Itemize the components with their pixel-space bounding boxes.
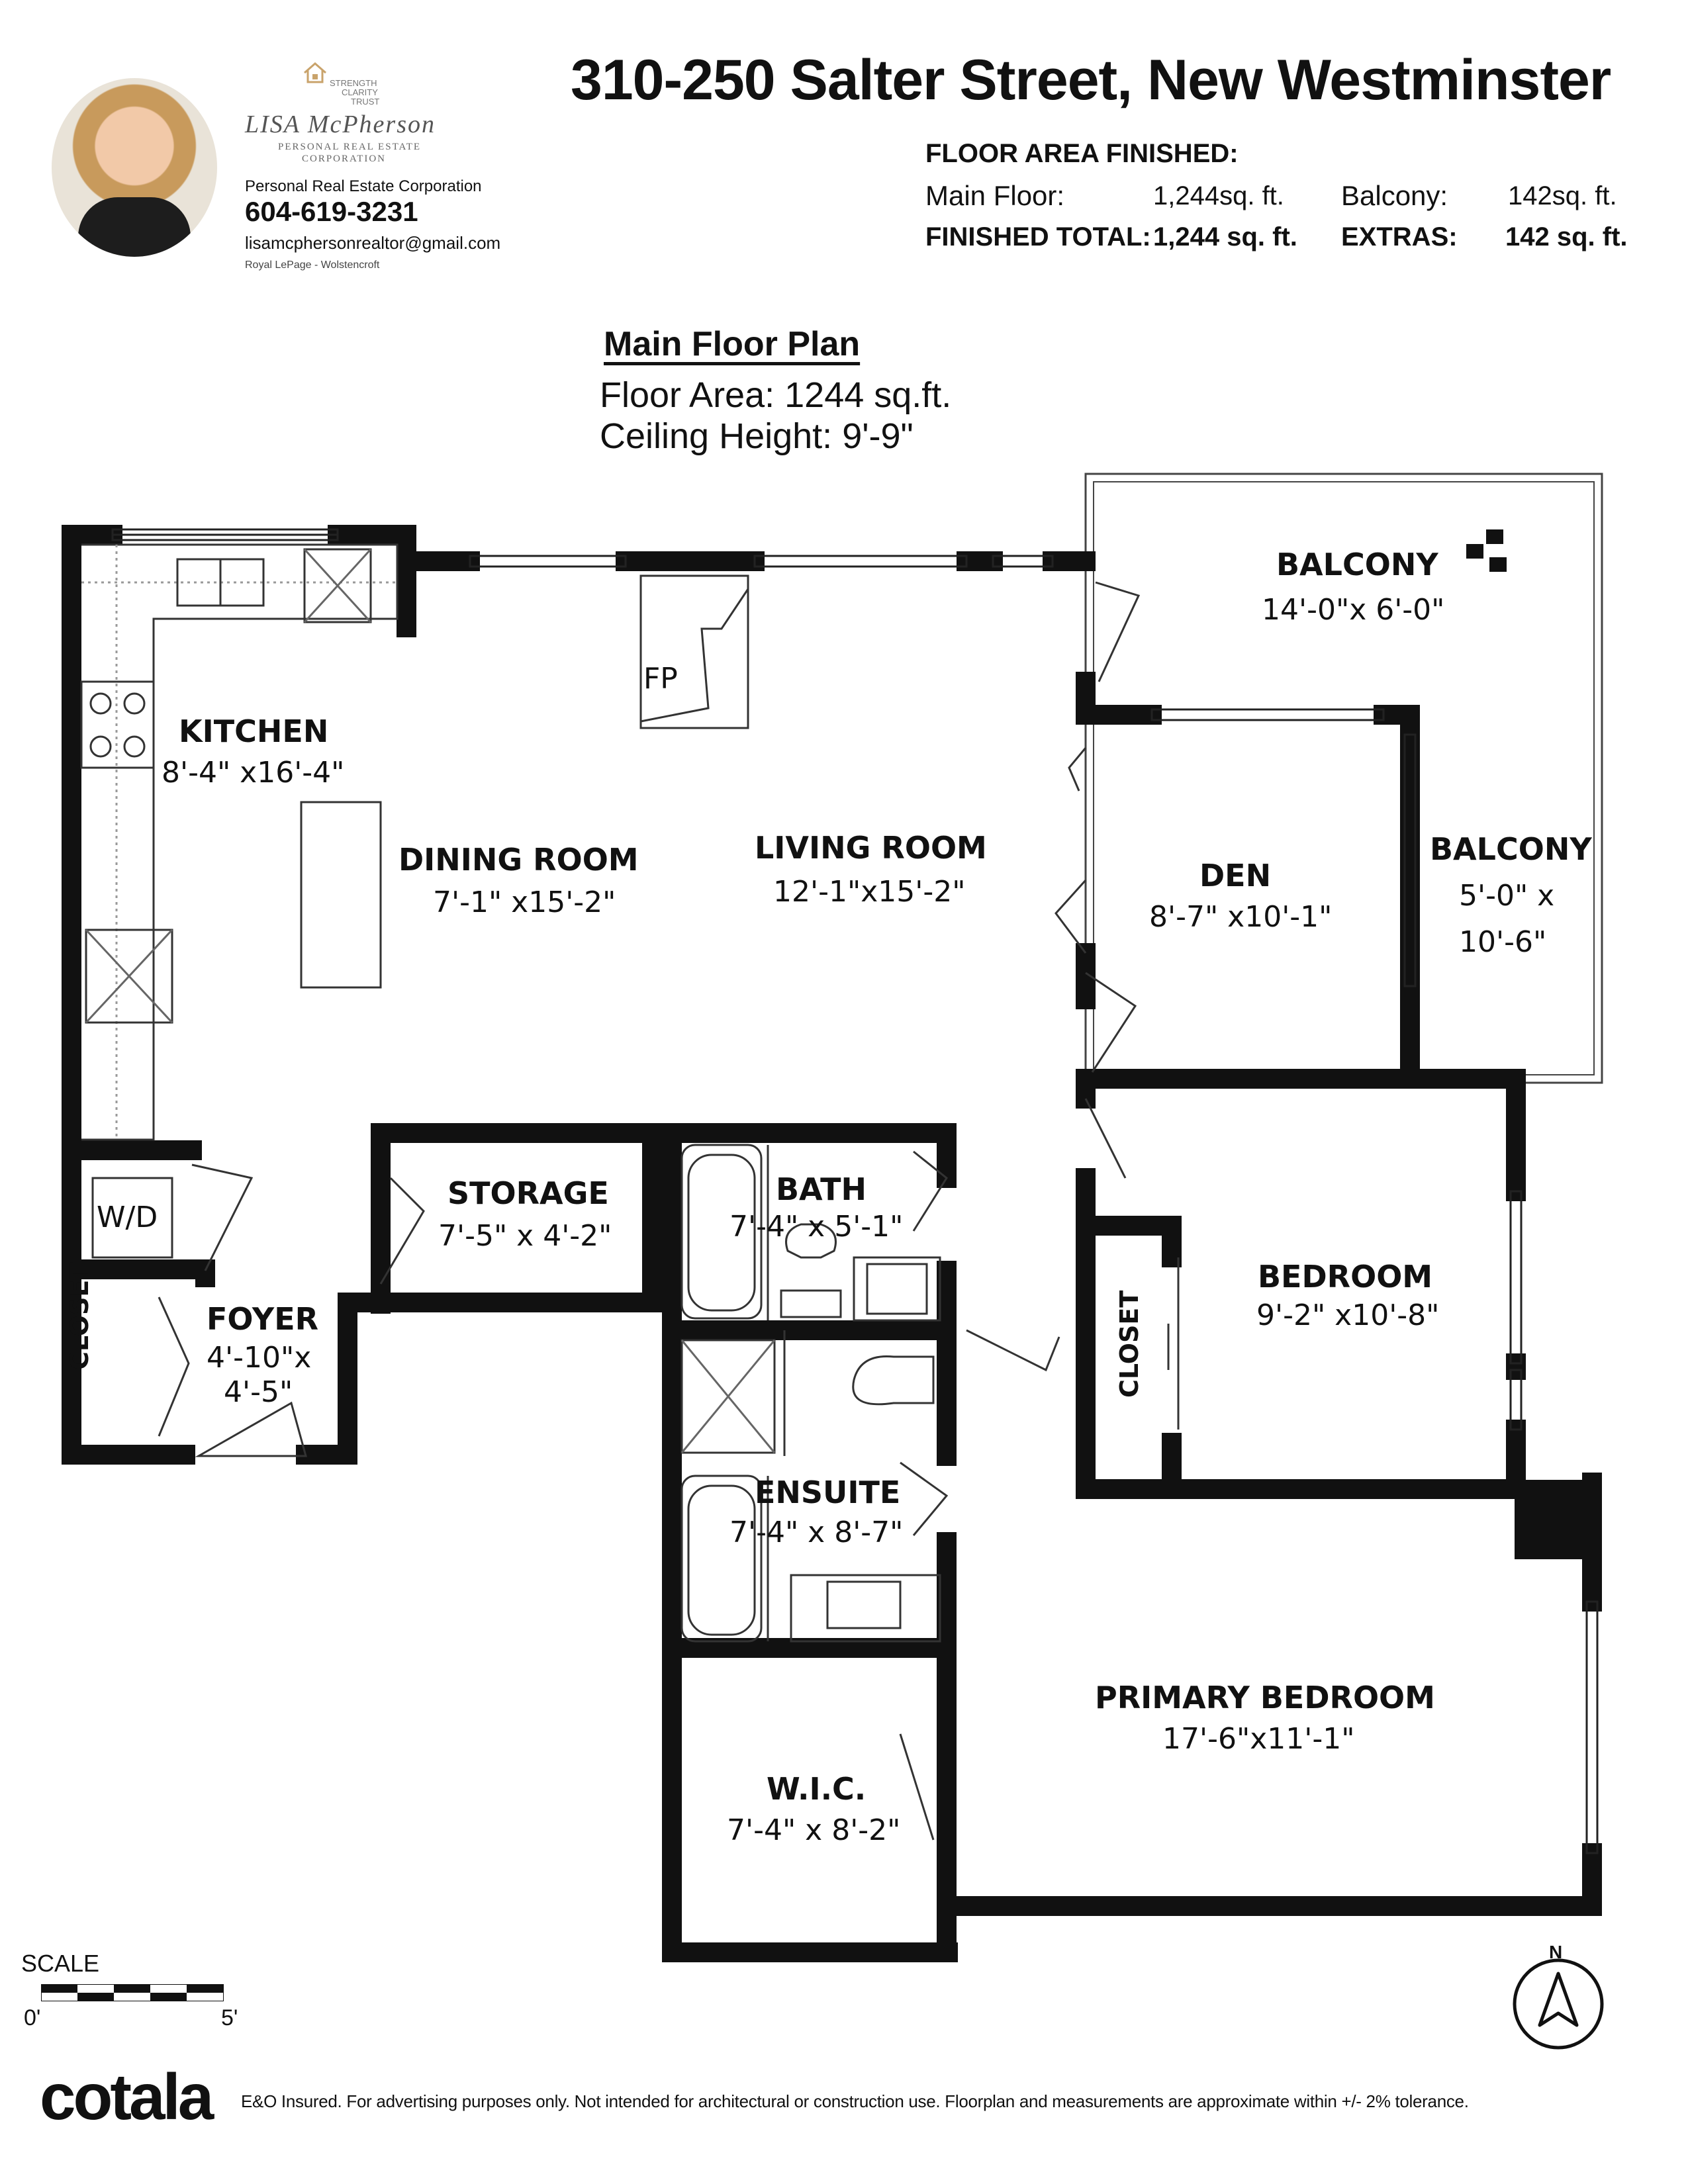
floor-area-heading: FLOOR AREA FINISHED:	[925, 139, 1239, 168]
door-swings	[91, 581, 1180, 1841]
room-name-closet-bedroom: CLOSET	[1115, 1290, 1144, 1398]
main-floor-value: 1,244sq. ft.	[1153, 181, 1284, 210]
agent-brokerage: Royal LePage - Wolstencroft	[245, 259, 380, 271]
room-name-kitchen: KITCHEN	[179, 713, 329, 749]
agent-logo-name: LISA McPherson	[245, 111, 436, 138]
compass-north-label: N	[1549, 1942, 1563, 1962]
room-dims-foyer-2: 4'-5"	[224, 1375, 293, 1409]
room-dims-ensuite: 7'-4" x 8'-7"	[729, 1516, 904, 1549]
balcony-furniture-icon	[1466, 529, 1507, 572]
listing-address: 310-250 Salter Street, New Westminster	[571, 48, 1611, 112]
windows	[111, 528, 1599, 1854]
room-name-storage: STORAGE	[447, 1175, 609, 1211]
room-dims-balcony-top: 14'-0"x 6'-0"	[1262, 593, 1445, 627]
room-dims-dining: 7'-1" x15'-2"	[433, 886, 616, 919]
agent-logo-sub-1: PERSONAL REAL ESTATE	[278, 142, 422, 152]
room-name-ensuite: ENSUITE	[755, 1475, 901, 1510]
kitchen-counters	[80, 543, 399, 1141]
exterior-walls	[62, 525, 1602, 1962]
agent-email: lisamcphersonrealtor@gmail.com	[245, 233, 501, 253]
scale-bar	[40, 1983, 224, 2002]
room-dims-kitchen: 8'-4" x16'-4"	[162, 756, 345, 790]
balcony-area-value: 142sq. ft.	[1508, 181, 1617, 210]
fireplace-label: FP	[643, 662, 678, 696]
room-dims-den: 8'-7" x10'-1"	[1149, 900, 1333, 934]
room-dims-primary-bedroom: 17'-6"x11'-1"	[1162, 1722, 1355, 1756]
room-name-bedroom: BEDROOM	[1258, 1259, 1433, 1295]
room-dims-bedroom: 9'-2" x10'-8"	[1256, 1298, 1440, 1332]
kitchen-island	[300, 801, 382, 989]
scale-label: SCALE	[21, 1950, 100, 1977]
compass-north-icon	[1505, 1948, 1611, 2054]
room-dims-foyer-1: 4'-10"x	[207, 1341, 312, 1375]
scale-start: 0'	[24, 2005, 41, 2030]
agent-logo-sub-2: CORPORATION	[302, 154, 387, 164]
room-dims-storage: 7'-5" x 4'-2"	[438, 1219, 612, 1253]
room-name-living: LIVING ROOM	[755, 830, 987, 866]
finished-total-value: 1,244 sq. ft.	[1153, 222, 1297, 251]
agent-logo-house-icon	[302, 61, 328, 85]
plan-floor-area: Floor Area: 1244 sq.ft.	[600, 375, 952, 415]
room-name-foyer: FOYER	[207, 1301, 319, 1337]
room-name-closet-foyer: CLOSET	[65, 1262, 94, 1370]
agent-phone: 604-619-3231	[245, 196, 418, 227]
footer-brand-logo: cotala	[40, 2060, 214, 2133]
bath-fixtures	[680, 1144, 941, 1643]
finished-total-label: FINISHED TOTAL:	[925, 222, 1151, 251]
extras-value: 142 sq. ft.	[1505, 222, 1628, 251]
room-name-dining: DINING ROOM	[399, 842, 639, 878]
agent-logo-tagline-3: TRUST	[351, 97, 380, 107]
room-name-wd: W/D	[97, 1201, 158, 1234]
agent-photo	[52, 78, 217, 257]
room-dims-balcony-side-2: 10'-6"	[1459, 925, 1547, 959]
room-dims-wic: 7'-4" x 8'-2"	[727, 1813, 901, 1847]
footer-disclaimer: E&O Insured. For advertising purposes on…	[241, 2091, 1469, 2111]
balcony-area-label: Balcony:	[1341, 180, 1448, 211]
plan-title: Main Floor Plan	[604, 325, 861, 363]
plan-ceiling-height: Ceiling Height: 9'-9"	[600, 416, 914, 456]
room-name-den: DEN	[1199, 858, 1272, 893]
room-dims-bath: 7'-4" x 5'-1"	[729, 1210, 904, 1244]
fireplace	[639, 574, 749, 729]
structural-column	[1515, 1480, 1601, 1559]
room-name-bath: BATH	[776, 1171, 867, 1207]
room-name-balcony-side: BALCONY	[1430, 831, 1592, 867]
agent-logo-tagline-2: CLARITY	[342, 87, 378, 97]
agent-logo-tagline-1: STRENGTH	[330, 78, 377, 88]
room-name-primary-bedroom: PRIMARY BEDROOM	[1095, 1680, 1435, 1715]
agent-title: Personal Real Estate Corporation	[245, 177, 482, 195]
room-name-wic: W.I.C.	[767, 1771, 867, 1807]
main-floor-label: Main Floor:	[925, 180, 1065, 211]
room-name-balcony-top: BALCONY	[1276, 547, 1438, 582]
room-dims-living: 12'-1"x15'-2"	[773, 875, 966, 909]
room-dims-balcony-side-1: 5'-0" x	[1459, 879, 1555, 913]
scale-end: 5'	[221, 2005, 238, 2030]
extras-label: EXTRAS:	[1341, 222, 1458, 251]
